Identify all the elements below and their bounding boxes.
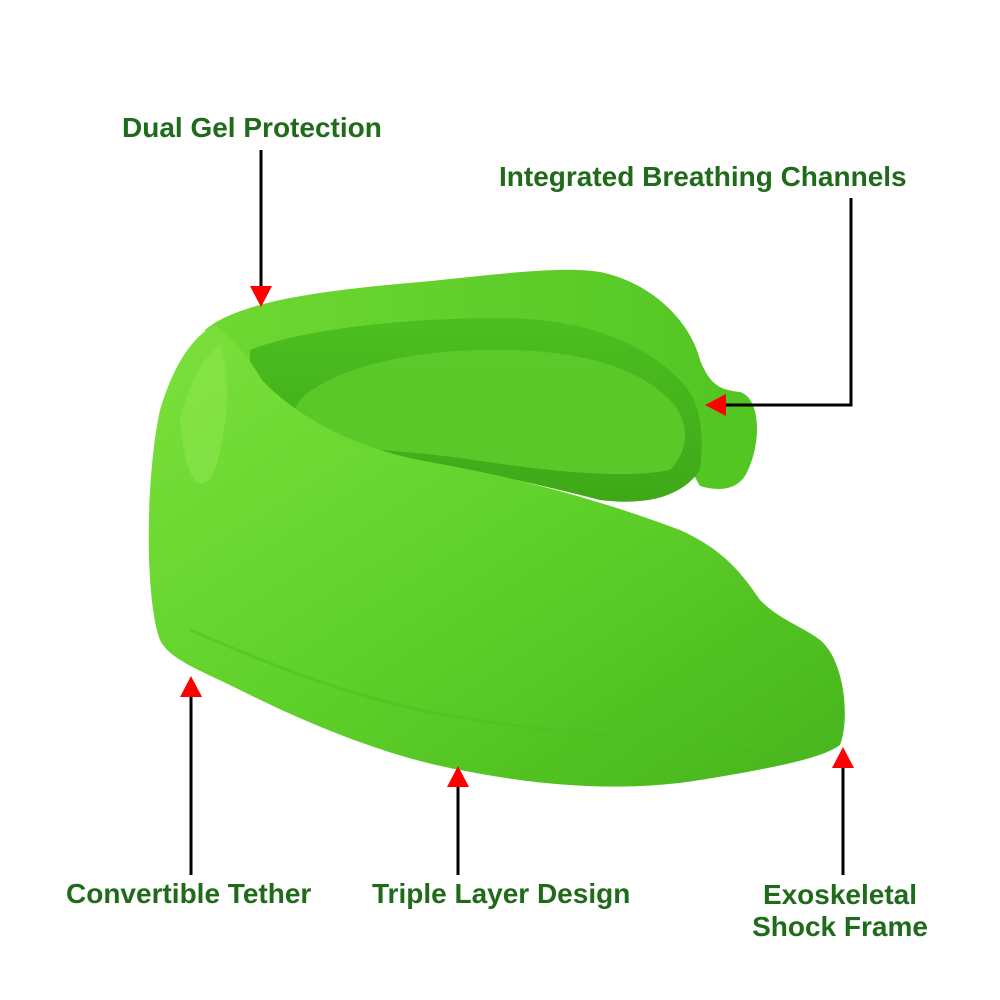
arrowheads <box>180 286 854 787</box>
mouthguard-highlight <box>180 345 227 484</box>
callout-convertible-tether: Convertible Tether <box>66 878 312 909</box>
mouthguard-top-rim <box>205 269 758 489</box>
arrow-icon <box>705 394 726 416</box>
callout-triple-layer-design: Triple Layer Design <box>372 878 631 909</box>
leader-lines <box>189 150 853 875</box>
arrow-icon <box>180 676 202 697</box>
callout-exo-line1: Exoskeletal <box>762 879 918 910</box>
callout-integrated-breathing-channels: Integrated Breathing Channels <box>499 161 907 192</box>
leader-line-breathing <box>726 198 853 407</box>
mouthguard-outer-wall <box>148 325 845 787</box>
callout-dual-gel-protection: Dual Gel Protection <box>122 112 382 143</box>
mouthguard-crease <box>189 628 761 747</box>
arrow-icon <box>832 747 854 768</box>
callout-exoskeletal-shock-frame: Exoskeletal Shock Frame <box>745 879 935 943</box>
callout-exo-line2: Shock Frame <box>752 911 928 942</box>
arrow-icon <box>447 766 469 787</box>
arrow-icon <box>250 286 272 307</box>
mouthguard-inner-ridge <box>293 349 685 475</box>
